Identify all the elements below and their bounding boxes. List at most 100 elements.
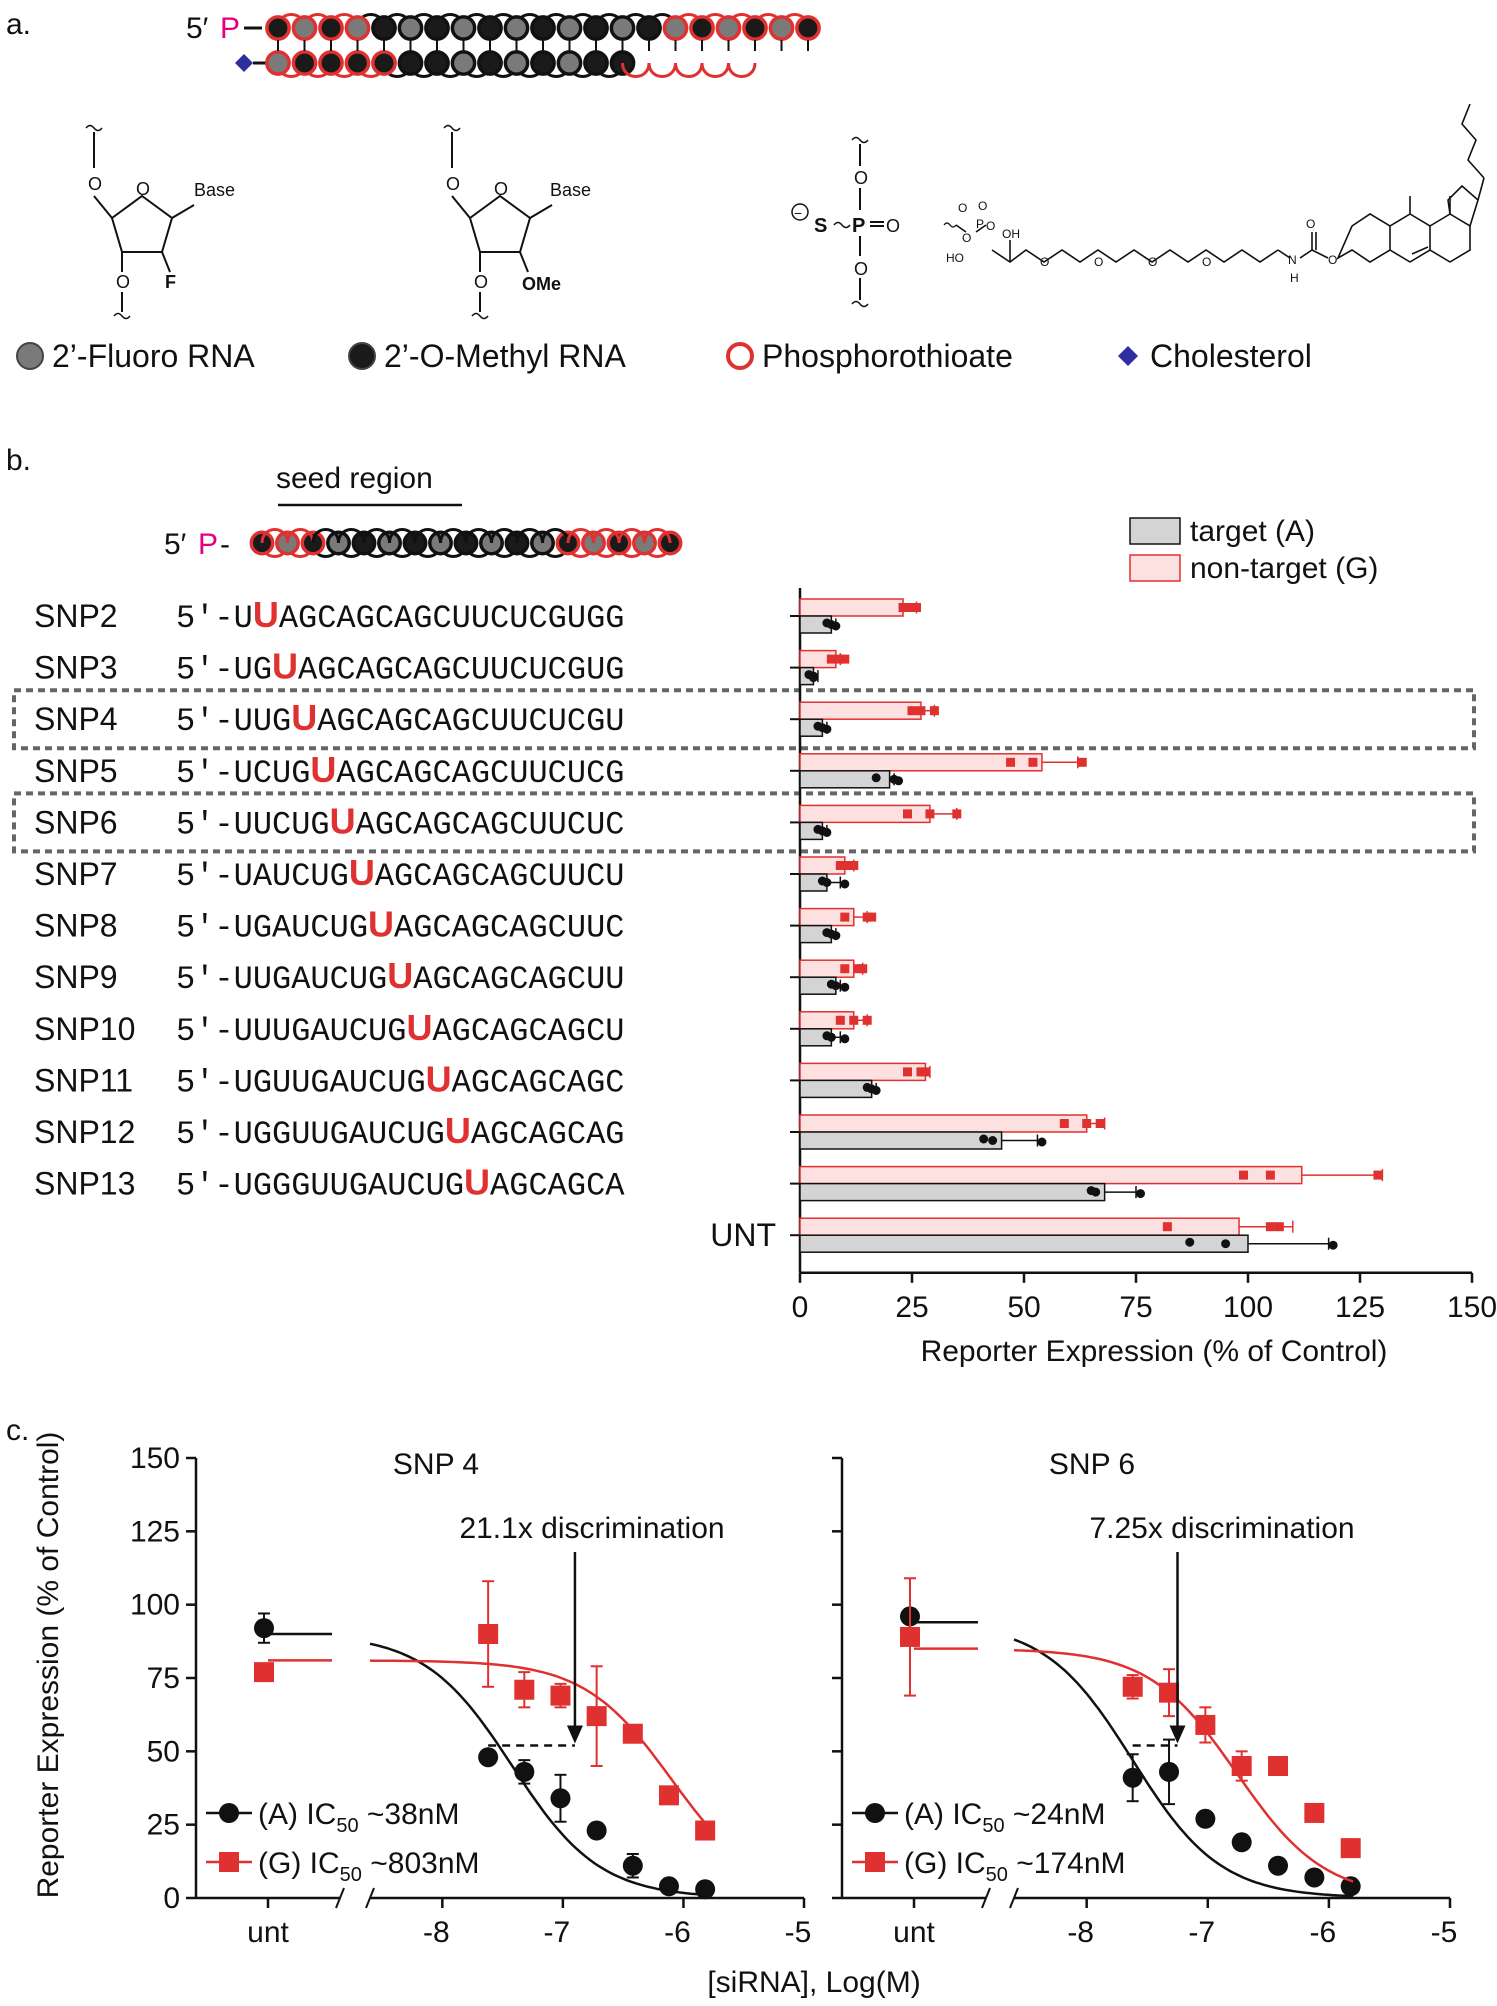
- mutation-site: U: [387, 955, 413, 996]
- svg-text:O: O: [1094, 255, 1103, 269]
- svg-text:O: O: [88, 174, 102, 194]
- legend-marker: [219, 1852, 239, 1872]
- data-point-target: [1122, 1767, 1143, 1788]
- ps-link: [674, 62, 704, 78]
- cholesterol-oh-label: OH: [1002, 227, 1020, 241]
- structure-2-o-methyl: [443, 124, 553, 320]
- data-point-nontarget: [1162, 1222, 1172, 1232]
- data-point-nontarget: [1059, 1119, 1069, 1128]
- svg-text:O: O: [886, 216, 900, 236]
- fluoro-nucleotide: [556, 50, 583, 76]
- structure-cholesterol: [943, 103, 1485, 263]
- svg-text:O: O: [986, 219, 995, 233]
- svg-text:O: O: [962, 231, 971, 245]
- data-point-target: [550, 1788, 571, 1809]
- data-point-nontarget: [1028, 757, 1038, 767]
- data-point-target: [1231, 1832, 1252, 1853]
- data-point-target: [822, 724, 832, 734]
- methyl-nucleotide: [742, 15, 768, 41]
- data-point-nontarget: [867, 912, 877, 922]
- y-tick-label: 150: [130, 1442, 180, 1475]
- x-tick-label: 100: [1223, 1291, 1273, 1324]
- y-tick-label: 125: [130, 1515, 180, 1548]
- fluoro-nucleotide: [768, 15, 795, 41]
- svg-text:S: S: [814, 215, 827, 237]
- data-point-nontarget: [849, 1015, 859, 1025]
- data-point-nontarget: [1274, 1222, 1284, 1232]
- legend-label-chol: Cholesterol: [1150, 338, 1312, 374]
- discrimination-label: 21.1x discrimination: [459, 1512, 724, 1545]
- svg-text:O: O: [854, 168, 868, 188]
- data-point-nontarget: [254, 1662, 274, 1683]
- arrow-head: [566, 1725, 583, 1744]
- guide-strand-diagram: [249, 528, 683, 558]
- bar-target: [799, 1234, 1249, 1253]
- y-tick-label: 25: [147, 1809, 180, 1842]
- legend-label: (A) IC50 ~38nM: [258, 1798, 459, 1837]
- x-tick-label: 125: [1335, 1291, 1385, 1324]
- row-sequence: 5'-UUGAUCUGUAGCAGCAGCUU: [176, 955, 624, 998]
- data-point-nontarget: [840, 654, 850, 664]
- legend-label: (G) IC50 ~174nM: [904, 1847, 1126, 1886]
- bar-nontarget: [799, 1011, 855, 1030]
- legend-target-swatch: [1129, 517, 1181, 545]
- data-point-target: [1221, 1239, 1231, 1249]
- svg-text:O: O: [854, 259, 868, 279]
- fit-curve: [369, 1659, 709, 1827]
- methyl-nucleotide: [477, 50, 503, 76]
- legend-label-fluoro: 2’-Fluoro RNA: [52, 338, 255, 374]
- data-point-target: [831, 981, 841, 991]
- data-point-nontarget: [586, 1706, 607, 1727]
- row-sequence: 5'-UGUUGAUCUGUAGCAGCAGC: [176, 1058, 624, 1101]
- methyl-nucleotide: [424, 15, 450, 41]
- row-name: SNP4: [34, 701, 118, 737]
- data-point-nontarget: [1095, 1119, 1105, 1128]
- data-point-nontarget: [695, 1820, 716, 1841]
- svg-text:O: O: [1328, 253, 1337, 267]
- row-sequence: 5'-UUGUAGCAGCAGCUUCUCGU: [176, 697, 624, 740]
- cholesterol-h-label: H: [1290, 271, 1299, 285]
- data-point-nontarget: [903, 809, 913, 819]
- bar-target: [799, 1079, 873, 1099]
- fluoro-nucleotide: [344, 15, 371, 41]
- guide-phosphate-label: P: [198, 528, 218, 561]
- svg-text:O: O: [1202, 255, 1211, 269]
- x-tick-label: -5: [1431, 1916, 1458, 1949]
- panel-label-c: c.: [6, 1414, 29, 1447]
- data-point-target: [1328, 1240, 1338, 1250]
- structure-2-fluoro: [85, 124, 195, 320]
- legend-marker: [865, 1852, 885, 1872]
- unt-tick-label: unt: [893, 1916, 935, 1949]
- data-point-nontarget: [1077, 757, 1087, 767]
- row-name: SNP10: [34, 1011, 135, 1047]
- methyl-nucleotide: [583, 50, 609, 76]
- mutation-site: U: [445, 1110, 471, 1151]
- fluoro-nucleotide: [715, 15, 742, 41]
- bar-nontarget: [799, 598, 904, 617]
- arrow-head: [1169, 1725, 1186, 1744]
- data-point-target: [1185, 1237, 1195, 1247]
- panel-label-a: a.: [6, 8, 31, 41]
- data-point-nontarget: [929, 706, 939, 716]
- dose-ylabel: Reporter Expression (% of Control): [32, 1432, 65, 1899]
- methyl-nucleotide: [371, 50, 397, 76]
- row-sequence: 5'-UUAGCAGCAGCUUCUCGUGG: [176, 594, 624, 637]
- row-sequence: 5'-UGGUUGAUCUGUAGCAGCAG: [176, 1110, 624, 1153]
- svg-text:P: P: [852, 215, 865, 237]
- x-tick-label: -5: [785, 1916, 812, 1949]
- legend-marker: [865, 1803, 885, 1823]
- data-point-target: [979, 1134, 989, 1144]
- cholesterol-icon: [1118, 346, 1138, 366]
- methyl-nucleotide: [344, 50, 371, 76]
- seed-region-label: seed region: [276, 462, 433, 495]
- data-point-nontarget: [1265, 1222, 1275, 1232]
- row-sequence: 5'-UUCUGUAGCAGCAGCUUCUC: [176, 800, 624, 843]
- x-tick-label: 75: [1119, 1291, 1152, 1324]
- unt-tick-label: unt: [247, 1916, 289, 1949]
- bar-legend: target (A) non-target (G): [1129, 515, 1378, 585]
- x-tick-label: -8: [423, 1916, 450, 1949]
- row-name: SNP7: [34, 856, 118, 892]
- data-point-nontarget: [1340, 1838, 1361, 1859]
